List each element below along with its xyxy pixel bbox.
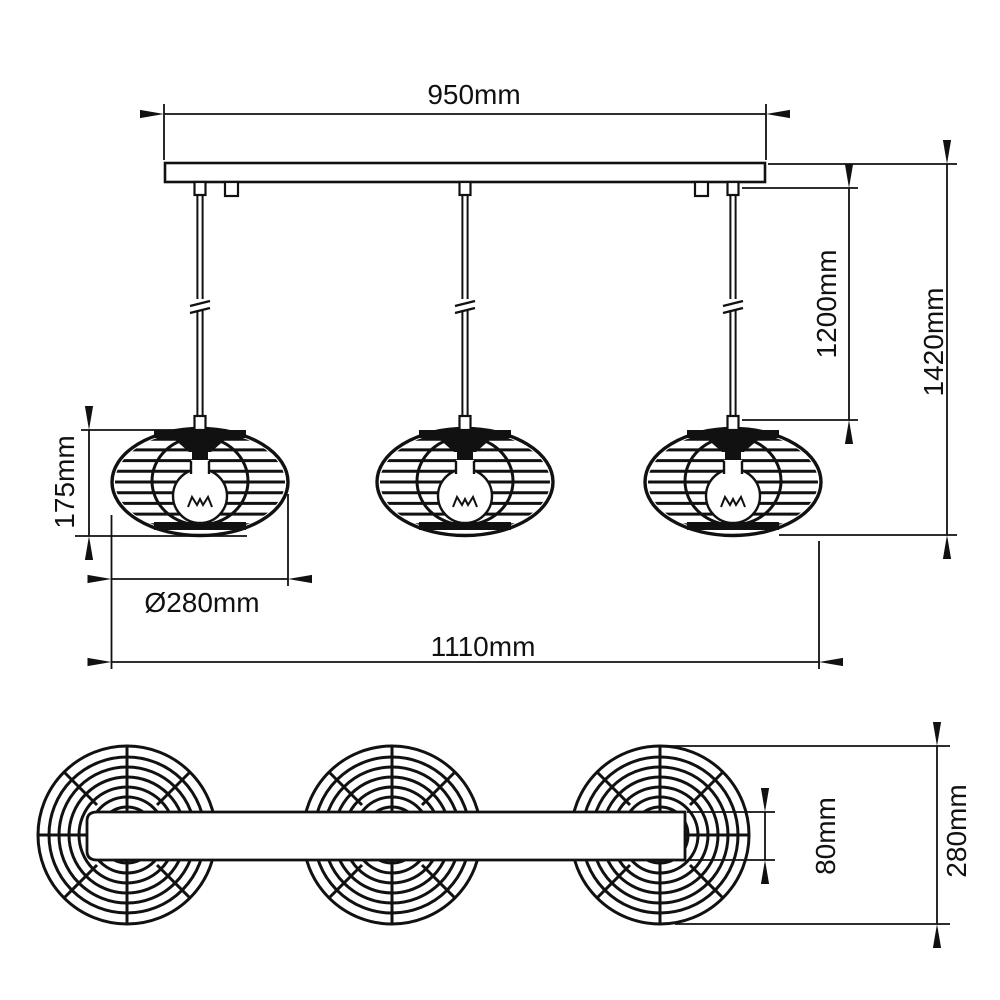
dimension-label-950mm: 950mm	[427, 79, 520, 110]
canopy-screw-cap-left	[223, 180, 240, 198]
cord-break-icon	[189, 299, 211, 308]
canopy-cord-grip-left	[193, 180, 207, 197]
dimension-overall-height: 1420mm	[768, 140, 957, 559]
canopy-screw-cap-right	[693, 180, 710, 198]
canopy-bar	[163, 161, 767, 184]
dimension-cord-length: 1200mm	[742, 164, 858, 444]
pendant-cord-middle	[454, 195, 476, 418]
pendant-cord-left	[189, 195, 211, 418]
elevation-view: 950mm 1200mm 1420mm 175mm Ø2	[49, 79, 957, 669]
dimension-overall-width: 1110mm	[87, 541, 843, 669]
canopy-cord-grip-middle	[458, 180, 472, 197]
cord-break-icon	[454, 299, 476, 308]
dimension-bar-width: 80mm	[687, 788, 841, 884]
lamp-shade-middle	[377, 416, 553, 536]
cord-break-icon	[722, 299, 744, 308]
dimension-label-280mm: 280mm	[941, 784, 972, 877]
lamp-shade-left	[112, 416, 288, 536]
plan-view: 80mm 280mm	[36, 722, 972, 948]
dimension-plan-depth: 280mm	[662, 722, 972, 948]
dimension-label-80mm: 80mm	[810, 797, 841, 875]
dimension-label-1110mm: 1110mm	[431, 631, 536, 662]
canopy-cord-grip-right	[726, 180, 740, 197]
lamp-shade-right	[645, 416, 821, 536]
plan-mounting-bar	[85, 810, 687, 862]
dimension-label-1200mm: 1200mm	[811, 250, 842, 359]
dimension-canopy-width: 950mm	[140, 79, 790, 160]
dimension-shade-height: 175mm	[49, 406, 247, 560]
dimension-label-1420mm: 1420mm	[918, 288, 949, 397]
dimension-shade-diameter: Ø280mm	[87, 494, 312, 669]
pendant-cord-right	[722, 195, 744, 418]
dimension-label-175mm: 175mm	[49, 435, 80, 528]
dimension-label-280mm-diameter: Ø280mm	[144, 587, 259, 618]
